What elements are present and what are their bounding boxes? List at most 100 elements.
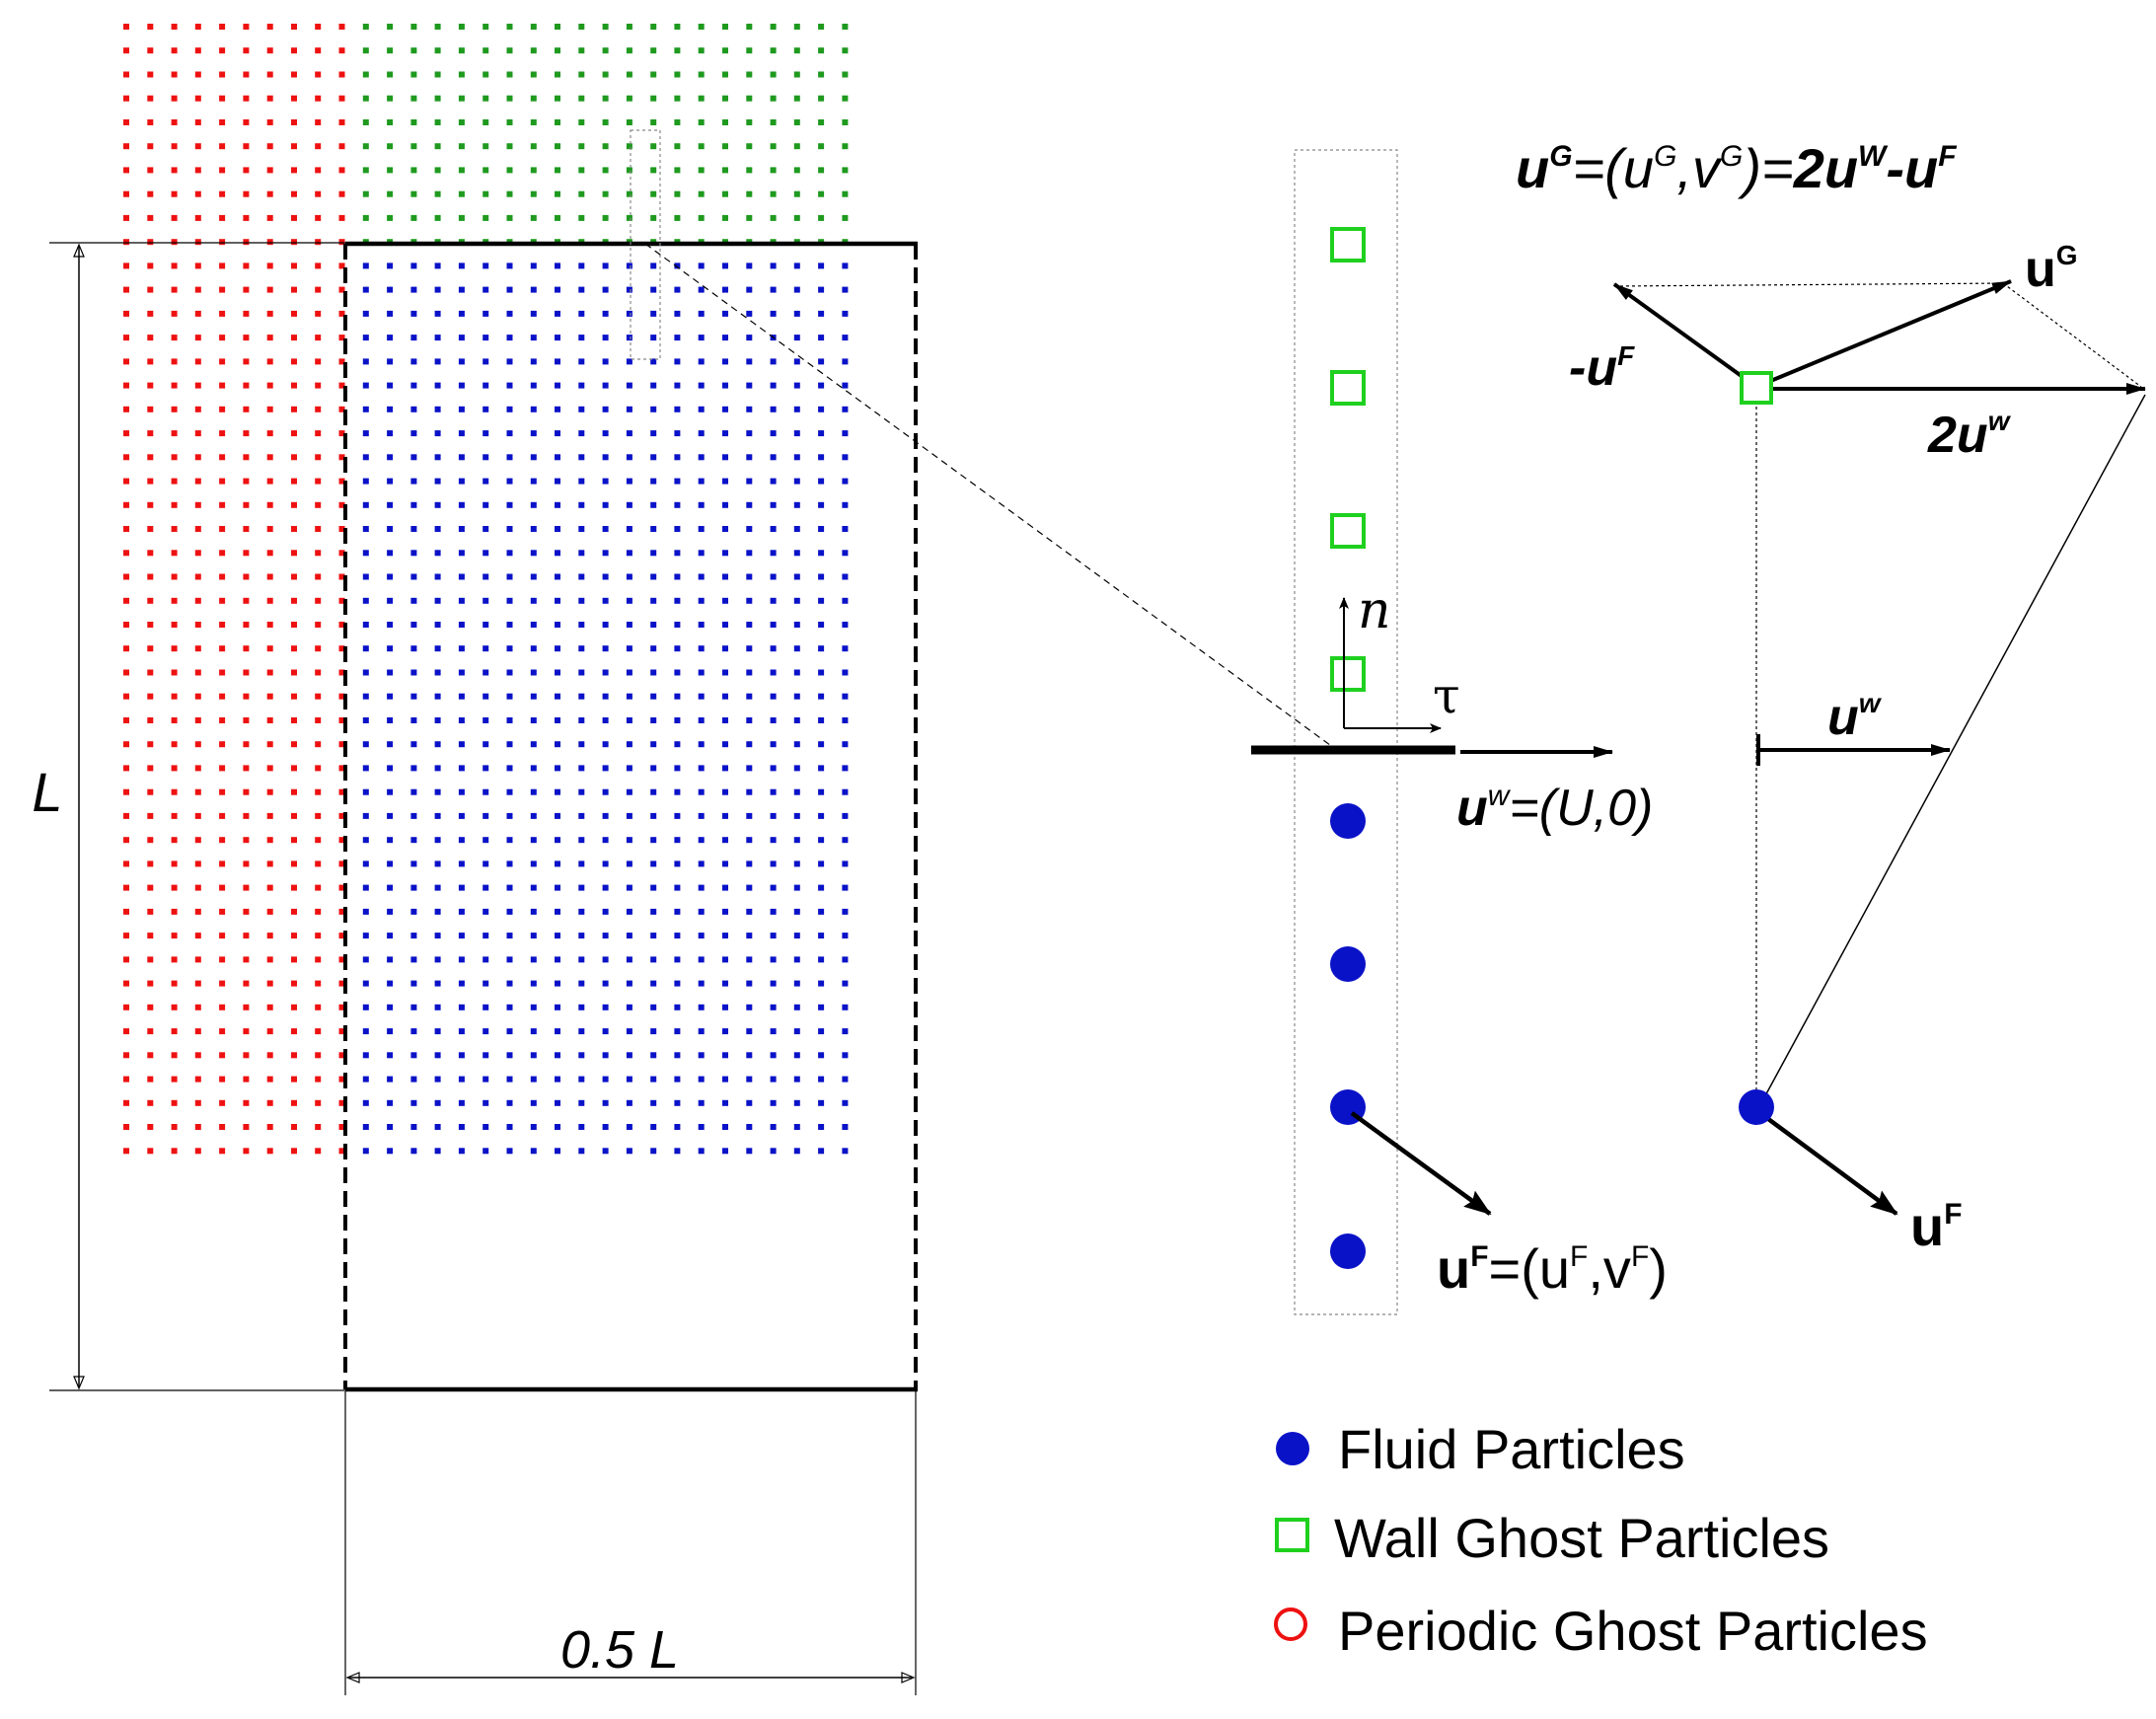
fluid-particle — [746, 669, 753, 676]
fluid-particle — [506, 693, 513, 700]
periodic-ghost-particle — [194, 24, 201, 30]
periodic-ghost-particle — [171, 933, 178, 939]
fluid-particle — [842, 573, 849, 580]
periodic-ghost-particle — [338, 622, 345, 628]
fluid-particle — [793, 980, 800, 987]
periodic-ghost-particle — [315, 741, 322, 748]
fluid-particle — [793, 335, 800, 341]
fluid-particle — [410, 741, 417, 748]
fluid-particle — [793, 501, 800, 508]
fluid-particle — [793, 956, 800, 963]
periodic-ghost-particle — [291, 860, 297, 867]
wall-ghost-particle — [650, 190, 657, 197]
fluid-particle — [530, 837, 537, 844]
wall-ghost-particle — [410, 143, 417, 150]
periodic-ghost-particle — [291, 550, 297, 557]
periodic-ghost-particle — [219, 573, 226, 580]
wall-ghost-particle — [818, 167, 825, 174]
fluid-particle — [698, 262, 705, 269]
fluid-particle — [722, 262, 728, 269]
fluid-particle — [674, 478, 681, 485]
fluid-particle — [626, 956, 632, 963]
fluid-particle — [387, 573, 394, 580]
fluid-particle — [362, 1099, 369, 1106]
fluid-particle — [530, 310, 537, 317]
fluid-particle — [650, 884, 657, 891]
periodic-ghost-particle — [291, 1099, 297, 1106]
periodic-ghost-particle — [219, 526, 226, 532]
legend-periodic-ghost-label: Periodic Ghost Particles — [1338, 1600, 1928, 1662]
wall-ghost-particle — [387, 143, 394, 150]
periodic-ghost-particle — [266, 1052, 273, 1059]
fluid-particle — [555, 1076, 560, 1083]
periodic-ghost-particle — [123, 239, 129, 246]
wall-ghost-particle — [793, 119, 800, 125]
fluid-particle — [602, 478, 609, 485]
fluid-particle — [434, 478, 441, 485]
wall-ghost-particle — [674, 214, 681, 221]
fluid-particle — [1739, 1089, 1774, 1125]
wall-ghost-particle — [722, 190, 728, 197]
fluid-particle — [506, 1004, 513, 1010]
wall-ghost-particle — [818, 71, 825, 78]
fluid-particle — [483, 526, 489, 532]
periodic-ghost-particle — [315, 71, 322, 78]
periodic-ghost-particle — [194, 669, 201, 676]
periodic-ghost-particle — [338, 190, 345, 197]
height-dimension: L — [32, 242, 345, 1391]
wall-ghost-particle — [818, 24, 825, 30]
fluid-particle — [458, 933, 465, 939]
periodic-ghost-particle — [171, 24, 178, 30]
fluid-particle — [483, 741, 489, 748]
fluid-particle — [793, 908, 800, 915]
wall-ghost-particle — [434, 214, 441, 221]
fluid-particle — [602, 693, 609, 700]
fluid-particle — [770, 645, 777, 652]
periodic-ghost-particle — [171, 310, 178, 317]
fluid-particle — [650, 478, 657, 485]
fluid-particle — [698, 956, 705, 963]
fluid-particle — [530, 382, 537, 389]
fluid-particle — [410, 573, 417, 580]
periodic-ghost-particle — [291, 645, 297, 652]
fluid-particle — [674, 933, 681, 939]
fluid-particle — [674, 693, 681, 700]
fluid-particle — [434, 812, 441, 819]
fluid-particle — [793, 741, 800, 748]
hollow-square-icon — [1275, 1518, 1309, 1552]
fluid-particle — [842, 933, 849, 939]
wall-ghost-particle — [362, 143, 369, 150]
periodic-ghost-particle — [291, 478, 297, 485]
wall-ghost-particle — [770, 24, 777, 30]
fluid-particle — [578, 860, 585, 867]
wall-ghost-particle — [770, 47, 777, 54]
fluid-particle — [410, 1148, 417, 1155]
fluid-particle — [698, 1099, 705, 1106]
fluid-particle — [410, 1076, 417, 1083]
fluid-particle — [674, 550, 681, 557]
periodic-ghost-particle — [147, 837, 154, 844]
fluid-particle — [770, 501, 777, 508]
fluid-particle — [530, 956, 537, 963]
periodic-ghost-particle — [219, 837, 226, 844]
fluid-particle — [626, 788, 632, 795]
fluid-particle — [770, 669, 777, 676]
periodic-ghost-particle — [338, 406, 345, 412]
fluid-particle — [483, 335, 489, 341]
fluid-particle — [555, 1124, 560, 1130]
periodic-ghost-particle — [194, 47, 201, 54]
fluid-particle — [506, 1099, 513, 1106]
fluid-particle — [793, 788, 800, 795]
periodic-ghost-particle — [147, 884, 154, 891]
wall-ghost-particle — [506, 119, 513, 125]
fluid-particle — [578, 908, 585, 915]
wall-ghost-particle — [387, 47, 394, 54]
fluid-particle — [506, 812, 513, 819]
periodic-ghost-particle — [315, 143, 322, 150]
fluid-particle — [387, 406, 394, 412]
fluid-particle — [578, 430, 585, 437]
fluid-particle — [555, 478, 560, 485]
fluid-particle — [842, 430, 849, 437]
fluid-particle — [410, 1099, 417, 1106]
fluid-particle — [842, 501, 849, 508]
